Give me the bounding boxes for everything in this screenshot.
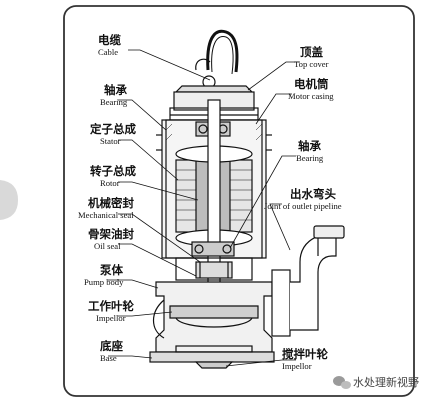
svg-text:骨架油封: 骨架油封 [88,227,134,241]
svg-text:电缆: 电缆 [98,33,121,47]
label-pump-body: 泵体 Pump body [84,263,124,287]
label-mechanical-seal: 机械密封 Mechanical seal [78,196,134,220]
svg-text:Base: Base [100,353,117,363]
label-motor-casing: 电机筒 Motor casing [288,77,334,101]
label-rotor: 转子总成 Rotor [90,164,136,188]
svg-text:Oil seal: Oil seal [94,241,121,251]
svg-text:轴承: 轴承 [298,139,321,153]
svg-text:电机筒: 电机筒 [294,77,329,91]
svg-text:水处理新视野: 水处理新视野 [353,375,419,389]
svg-text:Impellor: Impellor [96,313,126,323]
label-cable: 电缆 Cable [98,33,121,57]
label-bearing-right: 轴承 Bearing [296,139,324,163]
watermark: 水处理新视野 [333,375,419,389]
svg-text:Motor casing: Motor casing [288,91,334,101]
label-bearing-left: 轴承 Bearing [100,83,128,107]
svg-text:定子总成: 定子总成 [90,122,136,136]
svg-text:Joint of outlet pipeline: Joint of outlet pipeline [264,201,342,211]
svg-text:Mechanical seal: Mechanical seal [78,210,134,220]
label-outlet-pipeline: 出水弯头 Joint of outlet pipeline [264,187,342,211]
svg-text:Bearing: Bearing [296,153,324,163]
svg-text:底座: 底座 [100,339,123,353]
diagram-frame [63,5,415,397]
label-impeller: 工作叶轮 Impellor [88,299,134,323]
svg-text:转子总成: 转子总成 [90,164,136,178]
svg-text:Pump body: Pump body [84,277,124,287]
svg-text:Bearing: Bearing [100,97,128,107]
pump-drawing [149,29,345,369]
svg-text:轴承: 轴承 [104,83,127,97]
label-stator: 定子总成 Stator [90,122,136,146]
svg-text:泵体: 泵体 [100,263,123,277]
label-agitator: 搅拌叶轮 Impellor [282,347,328,371]
svg-text:顶盖: 顶盖 [300,45,323,59]
label-base: 底座 Base [100,339,123,363]
svg-text:Stator: Stator [100,136,121,146]
svg-text:Rotor: Rotor [100,178,120,188]
label-top-cover: 顶盖 Top cover [294,45,329,69]
svg-text:工作叶轮: 工作叶轮 [88,299,134,313]
svg-text:出水弯头: 出水弯头 [290,187,336,201]
nav-tab-icon [0,180,18,220]
svg-text:Top cover: Top cover [294,59,329,69]
label-oil-seal: 骨架油封 Oil seal [88,227,134,251]
leader-lines [108,49,300,367]
svg-text:Impellor: Impellor [282,361,312,371]
svg-text:搅拌叶轮: 搅拌叶轮 [282,347,328,361]
svg-text:Cable: Cable [98,47,118,57]
svg-text:机械密封: 机械密封 [88,196,134,210]
wechat-icon [333,376,351,389]
